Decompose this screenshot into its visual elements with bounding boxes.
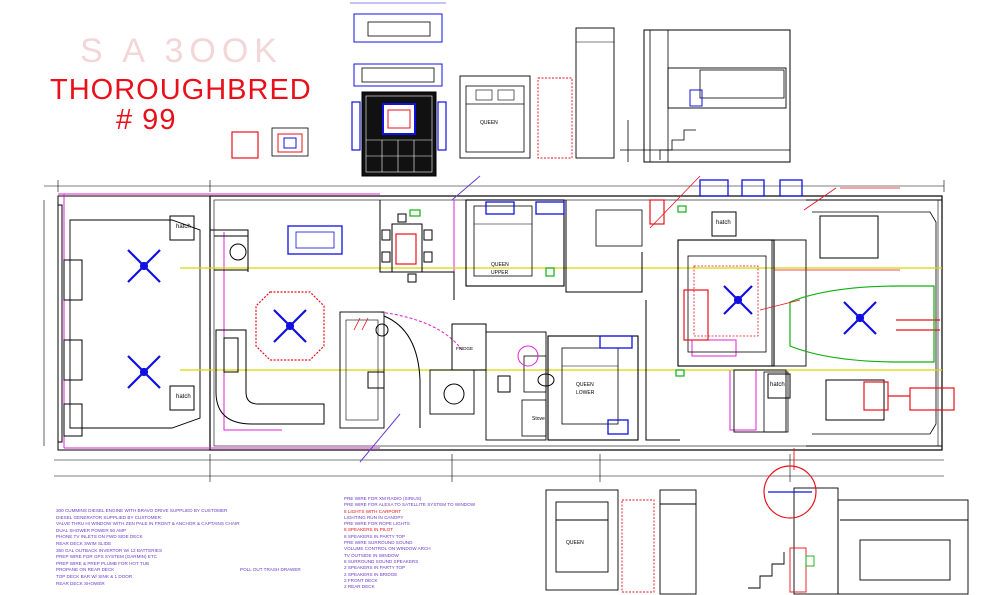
note-line: PREP WIRE & PREP PLUMB FOR HOT TUB	[56, 560, 150, 566]
note-line: PRE WIRE FOR ALEXA TO SATELLITE SYSTEM T…	[344, 502, 476, 508]
queen-label: QUEEN	[566, 540, 584, 546]
dimension-lines	[43, 180, 945, 482]
magenta-outline	[58, 193, 757, 449]
faded-title-text: S A 3OOK	[80, 32, 283, 70]
note-line: 8 SPEAKERS IN PILOT	[344, 527, 394, 533]
centerlines	[180, 267, 942, 371]
lower-bed-detail	[545, 489, 697, 595]
galley	[367, 315, 555, 428]
note-line: LIGHTING RUN IN CANOPY	[344, 514, 404, 520]
hatch-label: hatch	[176, 224, 191, 230]
queen-bed-detail	[459, 27, 615, 159]
note-line: REAR DECK SWIM SLIDE	[56, 540, 112, 546]
note-line: PRE WIRE SURROUND SOUND	[344, 540, 413, 546]
left-notes-list: 300 CUMMINS DIESEL ENGINE WITH BRAVO DRI…	[56, 508, 240, 587]
interior-walls	[210, 199, 885, 441]
hatch-boxes	[63, 211, 791, 437]
note-line: PRE WIRE FOR ROPE LIGHTS	[344, 521, 410, 527]
note-line: 2 SPEAKERS IN PARTY TOP	[344, 565, 406, 571]
note-line: DUAL SHOWER POWER 50 AMP	[56, 527, 127, 533]
hull-outline	[57, 195, 943, 451]
note-line: PRE WIRE FOR XM RADIO (SIRIUS)	[344, 496, 422, 501]
stern-stair-detail	[748, 448, 969, 595]
note-line: 2 REAR DECK	[344, 584, 375, 590]
note-line: REAR DECK SHOWER	[56, 580, 105, 586]
note-line: VALVE THRU HI WINDOW WITH ZEN PALE IN FR…	[56, 521, 240, 527]
queen-label: QUEEN	[491, 262, 509, 268]
page-title: THOROUGHBRED	[50, 74, 312, 106]
hatch-label: hatch	[770, 382, 785, 388]
queen-label: QUEEN	[576, 382, 594, 388]
boat-number: # 99	[116, 104, 177, 136]
note-line: DIESEL GENERATOR SUPPLIED BY CUSTOMER	[56, 514, 161, 520]
note-line: 8 SPEAKERS IN PARTY TOP	[344, 533, 406, 539]
annotation-leaders	[649, 175, 900, 311]
note-line: PREP WIRE FOR GPS SYSTEM (GARMIN) ETC	[56, 554, 157, 560]
furniture-red	[255, 187, 955, 411]
tv-cabinet-elevations	[231, 2, 447, 177]
note-line: 8 LIGHTS WITH CARPORT	[344, 508, 402, 514]
note-line: 8 SURROUND SOUND SPEAKERS	[344, 558, 419, 564]
note-line: 2 FRONT DECK	[344, 577, 378, 583]
note-line: PHONE TV INLETS ON FWD SIDE DECK	[56, 534, 143, 540]
furniture-blue	[287, 179, 803, 435]
bow-deck-outline	[409, 205, 935, 377]
purple-leaders	[359, 175, 481, 463]
salon-sofa	[214, 235, 325, 425]
table-icon	[381, 213, 433, 283]
stair-elevation	[620, 29, 791, 163]
ceiling-fan-icon	[127, 249, 877, 389]
upper-label: UPPER	[491, 270, 509, 276]
stove-label: Stove	[532, 416, 545, 422]
note-line: PROPANE ON REAR DECK	[56, 567, 115, 573]
lower-label: LOWER	[576, 390, 595, 396]
right-notes-list: PRE WIRE FOR XM RADIO (SIRIUS) PRE WIRE …	[344, 496, 475, 590]
queen-label: QUEEN	[480, 120, 498, 126]
hatch-label: hatch	[176, 394, 191, 400]
middle-note: POLL OUT TRASH DRAWER	[240, 567, 301, 572]
fridge-label: FRIDGE	[456, 346, 474, 351]
note-line: 300 CUMMINS DIESEL ENGINE WITH BRAVO DRI…	[56, 508, 228, 513]
note-line: 2 SPEAKERS IN BRIDGE	[344, 571, 398, 577]
note-line: 350 GAL OUTBACK INVERTOR W/ 12 BATTERIES	[56, 547, 163, 553]
hatch-label: hatch	[716, 220, 731, 226]
note-line: TV OUTSIDE IN WINDOW	[344, 552, 399, 558]
note-line: TOP DECK BAR W/ SINK & 1 DOOR	[56, 573, 133, 579]
note-line: VOLUME CONTROL ON WINDOW ARCH	[344, 546, 431, 552]
